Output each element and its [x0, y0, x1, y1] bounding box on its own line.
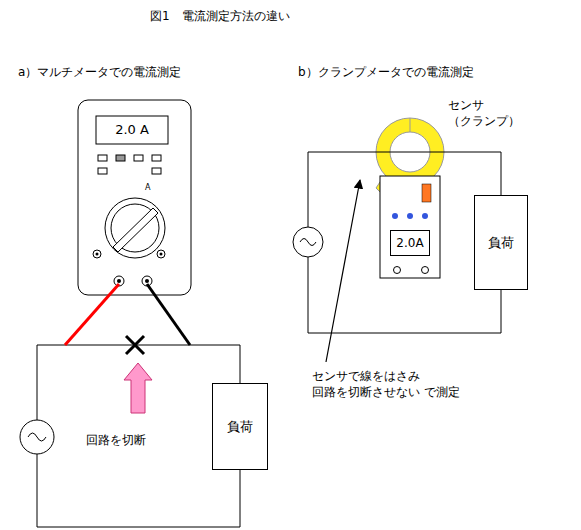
- figure-title: 図1 電流測定方法の違い: [150, 8, 290, 24]
- ac-source: [20, 420, 54, 454]
- box-text: 負荷: [227, 419, 253, 435]
- note-text: 回路を切断: [86, 432, 146, 448]
- section-heading: b）クランプメータでの電流測定: [298, 64, 474, 80]
- pink-arrow: [124, 363, 152, 413]
- load-box: 負荷: [474, 195, 528, 290]
- red-lead: [65, 284, 119, 345]
- clamp-joint: [410, 118, 411, 132]
- ac-source: [293, 227, 323, 257]
- circuit-wire: [37, 345, 240, 527]
- dial-mark: A: [145, 183, 150, 194]
- box-text: 負荷: [488, 235, 514, 251]
- box-text: 2.0 A: [115, 122, 149, 138]
- leader-arrow: [326, 180, 360, 362]
- callout-text: センサ （クランプ）: [448, 97, 528, 129]
- lcd-display: 2.0A: [390, 230, 430, 256]
- load-box: 負荷: [212, 383, 268, 470]
- cut-mark: [126, 336, 144, 354]
- multimeter: [78, 100, 191, 295]
- black-lead: [147, 284, 190, 345]
- callout-text: センサで線をはさみ 回路を切断させない で測定: [312, 368, 462, 400]
- clamp-meter: [376, 176, 440, 278]
- lcd-display: 2.0 A: [98, 118, 166, 142]
- section-heading: a）マルチメータでの電流測定: [18, 64, 181, 80]
- box-text: 2.0A: [396, 236, 423, 250]
